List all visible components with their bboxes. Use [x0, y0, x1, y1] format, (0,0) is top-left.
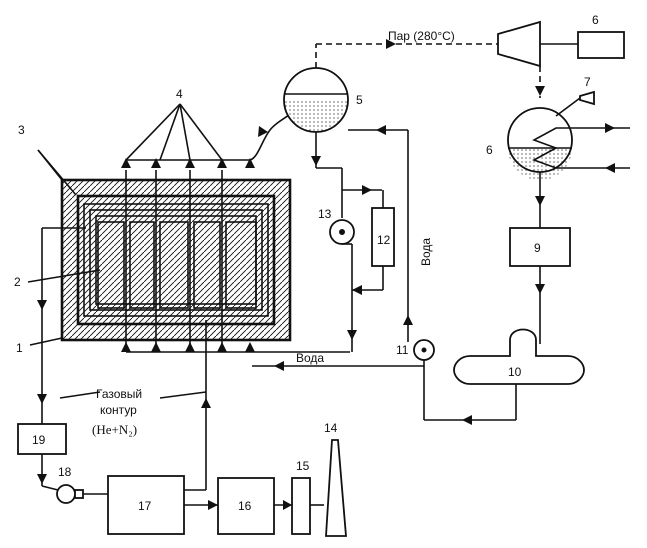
ejector-7 [579, 90, 595, 106]
label-3: 3 [18, 123, 25, 137]
label-12: 12 [377, 233, 391, 247]
water-label-horizontal: Вода [296, 351, 324, 365]
gas-loop-label-1: Газовый [96, 387, 142, 401]
label-1: 1 [16, 341, 23, 355]
label-18: 18 [58, 465, 72, 479]
label-2: 2 [14, 275, 21, 289]
label-9: 9 [534, 241, 541, 255]
label-17: 17 [138, 499, 152, 513]
pump-11-loop [413, 339, 517, 425]
stack-14 [325, 439, 347, 537]
block-9 [509, 227, 571, 267]
coolant-channels [125, 170, 223, 350]
gas-loop [17, 227, 347, 537]
label-7: 7 [584, 75, 591, 89]
label-19: 19 [32, 433, 46, 447]
label-14: 14 [324, 421, 338, 435]
turbine-6 [497, 20, 541, 68]
pump-18 [56, 484, 76, 504]
gas-loop-label-2: контур [100, 403, 137, 417]
label-11: 11 [396, 343, 409, 357]
label-13: 13 [318, 207, 332, 221]
gas-loop-label-3: (He+N₂) [92, 422, 137, 437]
turbine [497, 20, 625, 98]
generator-6 [577, 31, 625, 59]
label-10: 10 [508, 365, 522, 379]
label-4: 4 [176, 87, 183, 101]
block-15 [291, 477, 311, 535]
block-17 [107, 475, 185, 535]
label-15: 15 [296, 459, 310, 473]
reactor-core [97, 221, 257, 309]
label-leaders [27, 103, 223, 346]
water-label-vertical: Вода [419, 238, 433, 266]
annotations: 3 2 1 4 5 6 6 7 9 10 11 12 13 14 15 16 1… [14, 13, 599, 513]
reactor-inner-vessel [76, 194, 276, 326]
label-6-generator: 6 [592, 13, 599, 27]
deaerator-10 [453, 328, 585, 385]
condenser [453, 90, 630, 385]
label-16: 16 [238, 499, 252, 513]
steam-drum-5 [252, 39, 498, 371]
steam-label: Пар (280°С) [388, 29, 455, 43]
label-5: 5 [356, 93, 363, 107]
steam-collector [121, 113, 291, 168]
block-16 [217, 477, 275, 535]
reactor [60, 170, 292, 350]
label-6-condenser: 6 [486, 143, 493, 157]
water-inlet-collector [121, 342, 350, 353]
